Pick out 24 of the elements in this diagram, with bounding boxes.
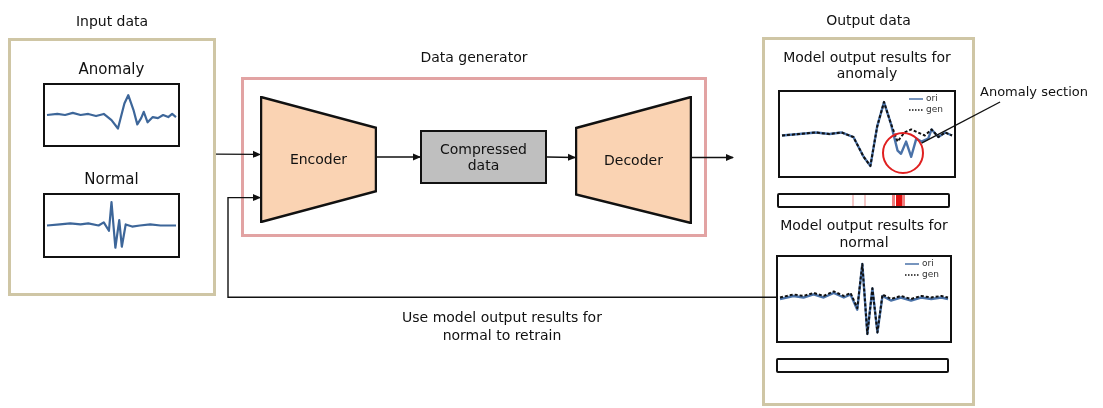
arrow (546, 153, 576, 161)
legend-text: ori (922, 259, 934, 268)
plot-title: Model output results for anomaly (782, 48, 952, 82)
legend-text: gen (922, 270, 939, 279)
block-label: Encoder (289, 151, 348, 168)
panel-title: Data generator (420, 49, 528, 66)
score-bar (776, 358, 949, 373)
plot-title: Normal (84, 170, 139, 189)
arrow (691, 153, 734, 161)
callout-text: Anomaly section (980, 83, 1088, 99)
arrow (215, 150, 261, 158)
legend-text: ori (926, 94, 938, 103)
block-label: Decoder (604, 151, 663, 169)
arrow (227, 194, 777, 298)
highlight-circle (882, 132, 924, 174)
leader-line (920, 101, 1001, 144)
panel-title: Output data (826, 12, 911, 29)
block-label: Compressed data (439, 140, 528, 174)
plot-title: Anomaly (78, 60, 145, 79)
plot-title: Model output results for normal (779, 217, 949, 250)
arrow (376, 153, 421, 161)
score-bar (777, 193, 950, 208)
legend-text: gen (926, 105, 943, 114)
panel-title: Input data (75, 12, 149, 30)
